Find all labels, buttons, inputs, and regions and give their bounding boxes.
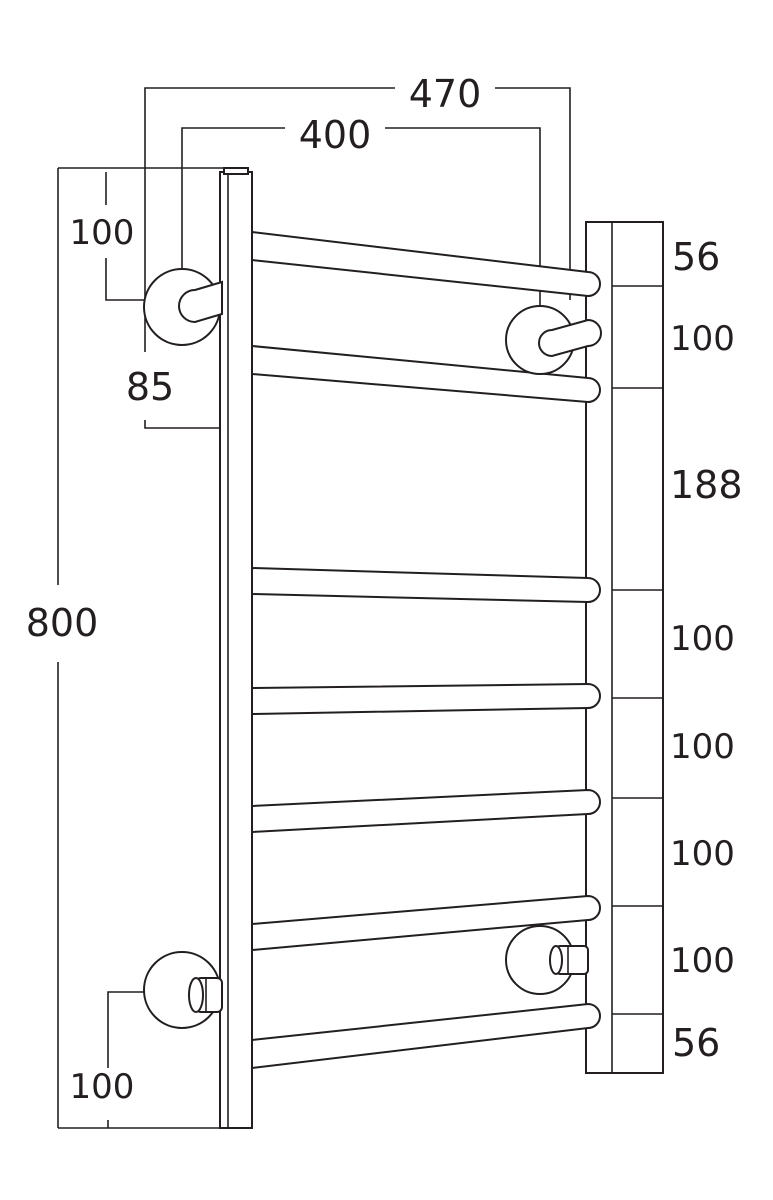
dim-800-label: 800 [26, 601, 99, 645]
dim-right-8-label: 56 [672, 1021, 720, 1065]
dim-85-label: 85 [126, 365, 174, 409]
dimension-labels: 470 400 100 85 800 100 56 100 188 100 10… [26, 72, 743, 1107]
left-wall-mounts [143, 268, 223, 1029]
dim-right-3-label: 188 [670, 463, 743, 507]
rail-6 [251, 894, 601, 952]
right-spacing-scale [585, 221, 664, 1074]
towel-rails [251, 230, 601, 1070]
rail-4 [251, 682, 601, 716]
rail-1 [251, 230, 601, 298]
width-dimension-lines [144, 87, 571, 352]
dim-400-label: 400 [299, 113, 372, 157]
dim-left-bottom-label: 100 [70, 1067, 135, 1107]
dim-right-5-label: 100 [670, 727, 735, 767]
rail-5 [251, 788, 601, 834]
rail-2 [251, 344, 601, 404]
dim-right-1-label: 56 [672, 235, 720, 279]
dim-right-2-label: 100 [670, 319, 735, 359]
dim-470-label: 470 [409, 72, 482, 116]
rail-7 [251, 1002, 601, 1070]
rail-3 [251, 566, 601, 604]
dim-right-7-label: 100 [670, 941, 735, 981]
dim-right-4-label: 100 [670, 619, 735, 659]
dim-left-top-label: 100 [70, 213, 135, 253]
right-wall-mounts [505, 305, 602, 995]
dim-right-6-label: 100 [670, 834, 735, 874]
left-upright [219, 167, 253, 1129]
